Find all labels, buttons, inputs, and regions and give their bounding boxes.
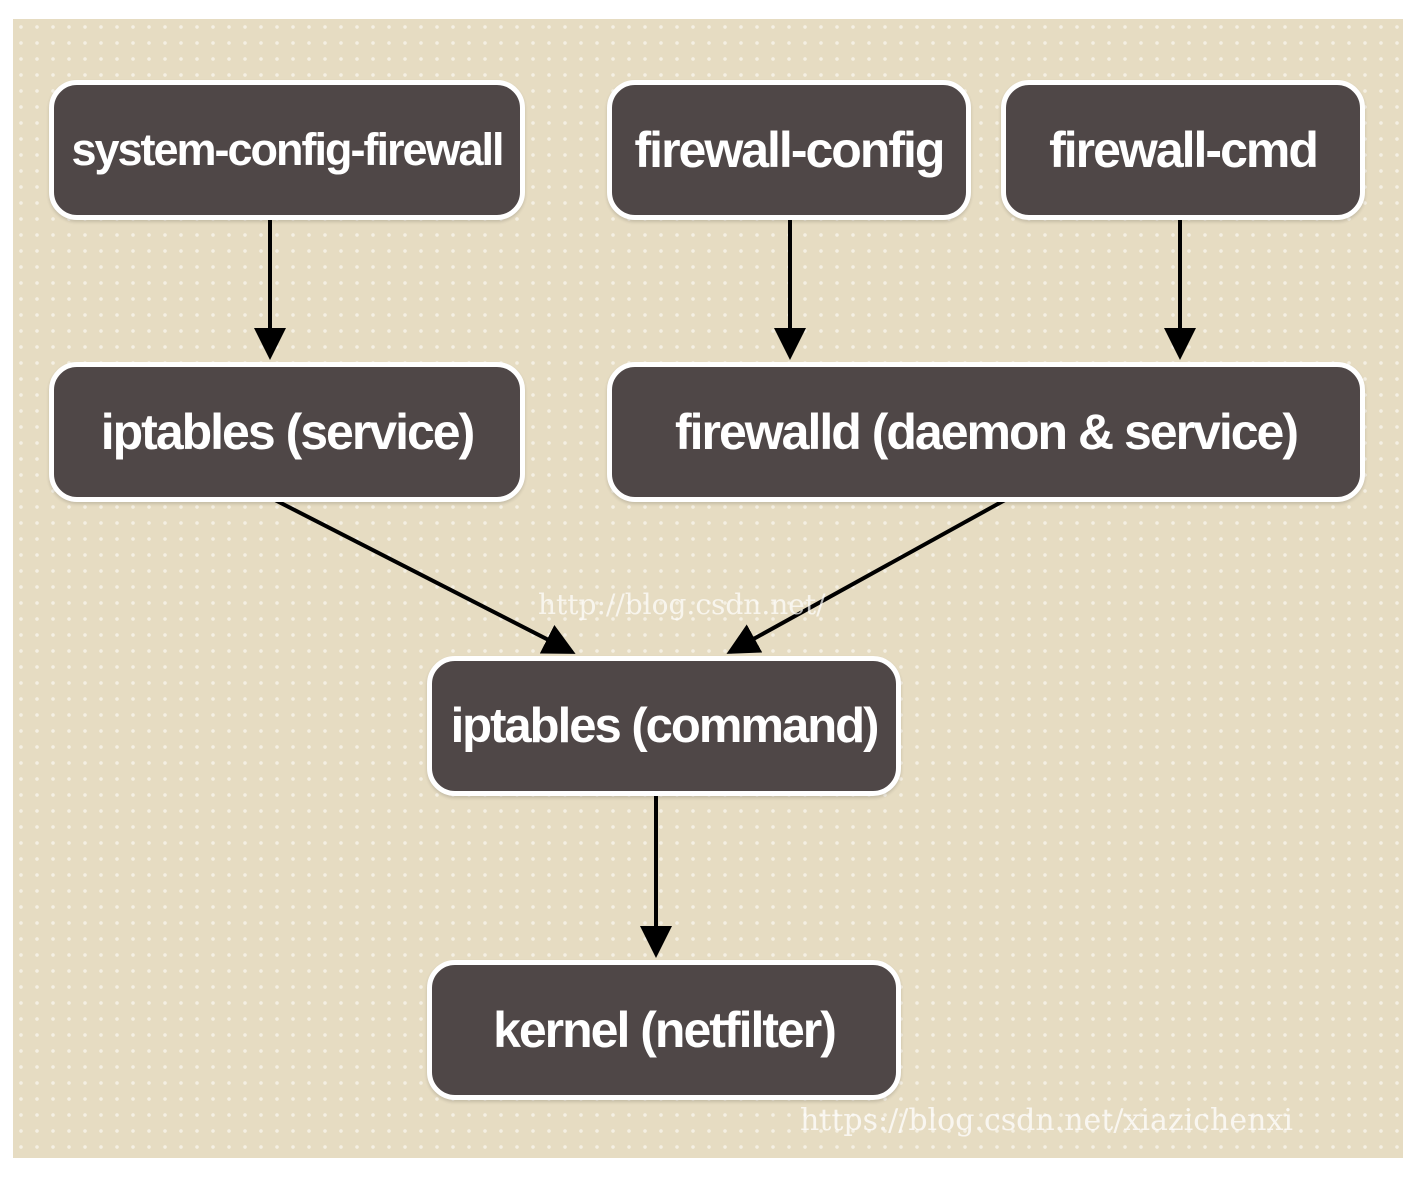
node-iptables-command: iptables (command) (427, 656, 901, 796)
node-label: iptables (service) (100, 404, 476, 460)
node-label: system-config-firewall (71, 124, 504, 175)
node-label: firewalld (daemon & service) (674, 404, 1299, 460)
node-label: firewall-cmd (1049, 122, 1319, 178)
node-iptables-service: iptables (service) (49, 362, 525, 502)
node-kernel-netfilter: kernel (netfilter) (427, 960, 901, 1100)
node-system-config-firewall: system-config-firewall (49, 80, 525, 220)
node-label: firewall-config (634, 122, 946, 178)
node-label: iptables (command) (450, 699, 880, 753)
watermark-center: http://blog.csdn.net/ (538, 588, 826, 621)
node-firewall-cmd: firewall-cmd (1001, 80, 1365, 220)
node-label: kernel (netfilter) (493, 1002, 837, 1058)
node-firewall-config: firewall-config (607, 80, 971, 220)
node-firewalld: firewalld (daemon & service) (607, 362, 1365, 502)
watermark-corner: https://blog.csdn.net/xiazichenxi (800, 1103, 1293, 1138)
